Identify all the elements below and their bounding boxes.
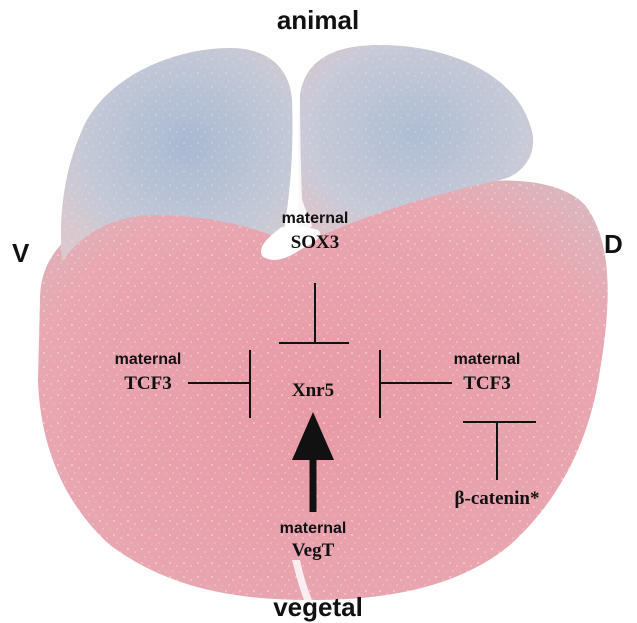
label-animal: animal: [277, 5, 359, 35]
sox3-qualifier: maternal: [282, 210, 349, 227]
tcf3-left-qualifier: maternal: [115, 351, 182, 368]
xnr5-label: Xnr5: [292, 380, 334, 401]
tcf3-right-label: TCF3: [463, 373, 511, 394]
beta-catenin-label: β-catenin*: [455, 488, 540, 509]
sox3-label: SOX3: [291, 232, 340, 253]
tcf3-left-label: TCF3: [124, 373, 172, 394]
label-dorsal: D: [604, 229, 623, 259]
label-vegetal: vegetal: [273, 592, 363, 622]
label-ventral: V: [12, 238, 30, 268]
vegt-label: VegT: [292, 540, 335, 561]
vegt-qualifier: maternal: [280, 520, 347, 537]
tcf3-right-qualifier: maternal: [454, 351, 521, 368]
